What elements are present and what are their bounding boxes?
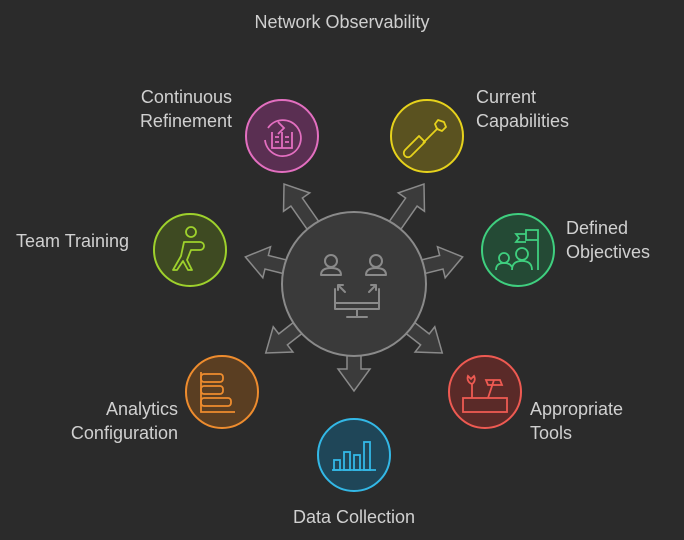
node-defined-objectives[interactable] (481, 213, 555, 287)
label-data-collection: Data Collection (254, 505, 454, 529)
label-team-training: Team Training (16, 229, 129, 253)
bar-chart-icon (332, 441, 376, 471)
node-appropriate-tools[interactable] (448, 355, 522, 429)
label-line: Current (476, 87, 537, 107)
label-line: Configuration (70, 423, 178, 443)
label-line: Appropriate (530, 399, 624, 419)
label-defined-objectives: Defined Objectives (566, 216, 650, 264)
toolbox-icon (462, 374, 508, 413)
label-line: Capabilities (476, 111, 570, 131)
label-appropriate-tools: Appropriate Tools (530, 397, 623, 445)
label-line: Refinement (139, 111, 232, 131)
team-flag-icon (495, 229, 539, 271)
horizontal-bars-icon (200, 372, 235, 413)
label-line: Continuous (140, 87, 232, 107)
center-hub (281, 211, 427, 357)
refresh-book-icon (264, 119, 302, 157)
label-continuous-refinement: Continuous Refinement (100, 85, 232, 133)
node-current-capabilities[interactable] (390, 99, 464, 173)
label-line: Tools (530, 423, 573, 443)
label-line: Team Training (16, 231, 130, 251)
diagram-title: Network Observability (254, 12, 430, 32)
node-continuous-refinement[interactable] (245, 99, 319, 173)
node-data-collection[interactable] (317, 418, 391, 492)
label-analytics-configuration: Analytics Configuration (30, 397, 178, 445)
boxing-person-icon (172, 226, 205, 271)
label-line: Defined (566, 218, 629, 238)
label-line: Data Collection (292, 507, 416, 527)
label-current-capabilities: Current Capabilities (476, 85, 569, 133)
node-team-training[interactable] (153, 213, 227, 287)
label-line: Objectives (566, 242, 651, 262)
screwdriver-icon (402, 119, 447, 159)
label-line: Analytics (105, 399, 178, 419)
node-analytics-configuration[interactable] (185, 355, 259, 429)
team-monitor-icon (320, 254, 387, 318)
